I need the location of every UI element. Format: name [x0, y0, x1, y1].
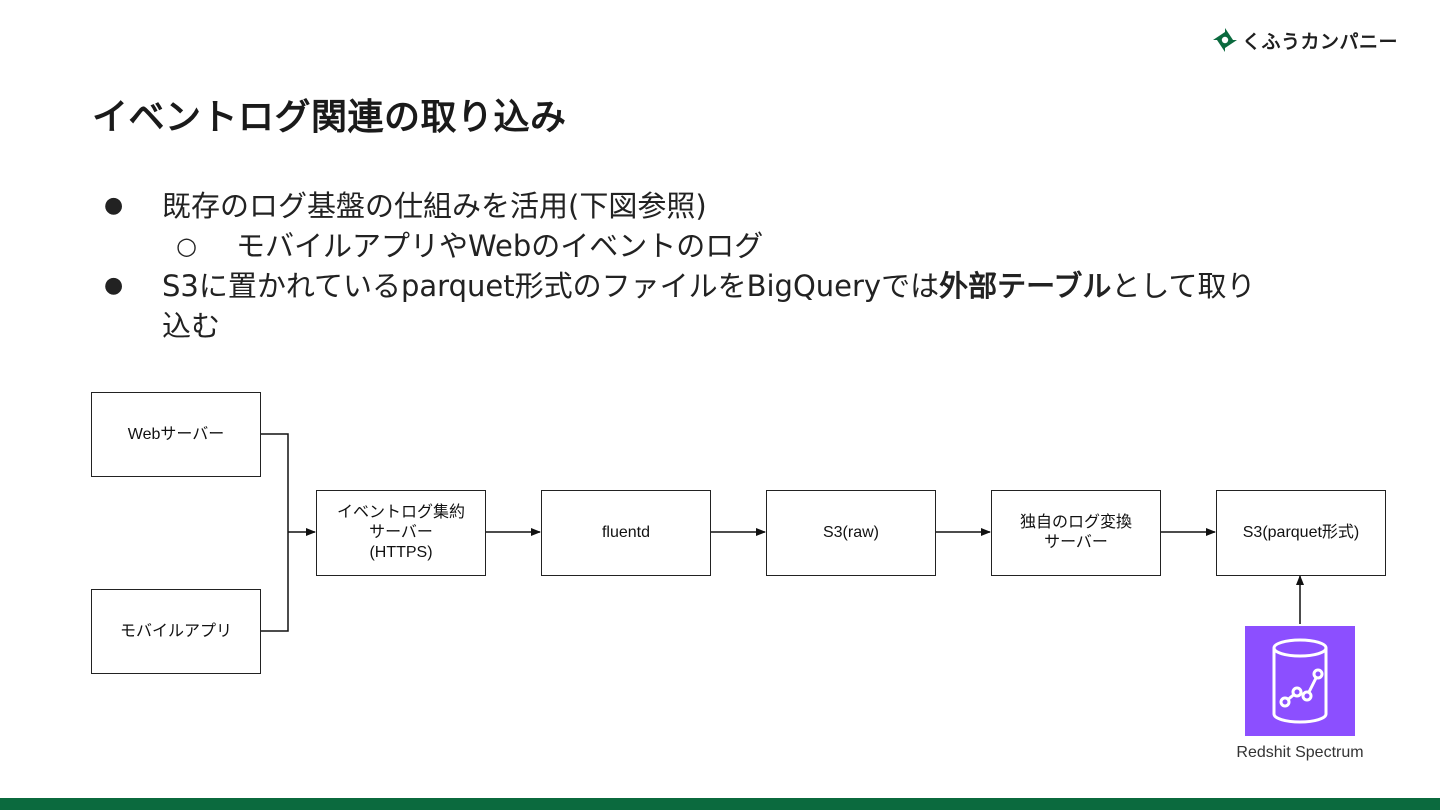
redshift-spectrum-icon — [1245, 626, 1355, 736]
bullet-text-after: として取り — [1111, 269, 1256, 303]
node-label-line: サーバー — [369, 524, 433, 541]
kufu-logo-icon — [1212, 28, 1237, 52]
edge-mobile-to-merge — [260, 532, 289, 632]
node-label: モバイルアプリ — [119, 622, 232, 640]
bullet-dot-icon: ● — [104, 193, 124, 218]
node-label-line: サーバー — [1044, 534, 1108, 551]
bullet-text-continuation: 込む — [162, 309, 221, 343]
node-label: S3(parquet形式) — [1242, 524, 1360, 541]
bullet-text-before: S3に置かれているparquet形式のファイルをBigQueryでは — [162, 269, 940, 303]
node-label-line: (HTTPS) — [369, 544, 433, 561]
edge-web-to-merge — [260, 433, 289, 532]
bullet-text: 既存のログ基盤の仕組みを活用(下図参照) — [162, 189, 707, 223]
bullet-circle-icon: ○ — [176, 232, 197, 260]
bullet-item: ● 既存のログ基盤の仕組みを活用(下図参照) — [100, 186, 1360, 226]
node-web-server: Webサーバー — [91, 392, 261, 477]
node-label-line: イベントログ集約 — [336, 504, 465, 521]
page-title: イベントログ関連の取り込み — [92, 97, 567, 138]
company-name: くふうカンパニー — [1241, 30, 1398, 53]
node-s3-raw: S3(raw) — [766, 490, 936, 576]
bullet-text-bold: 外部テーブル — [939, 269, 1112, 303]
node-fluentd: fluentd — [541, 490, 711, 576]
sub-bullet-text: モバイルアプリやWebのイベントのログ — [236, 229, 764, 263]
node-aggregator: イベントログ集約 サーバー (HTTPS) — [316, 490, 486, 576]
footer-bar — [0, 798, 1440, 810]
node-label: S3(raw) — [822, 524, 879, 541]
node-s3-parquet: S3(parquet形式) — [1216, 490, 1386, 576]
bullet-item: ● S3に置かれているparquet形式のファイルをBigQueryでは外部テー… — [100, 266, 1360, 346]
sub-bullet-item: ○ モバイルアプリやWebのイベントのログ — [100, 226, 1360, 266]
bullet-list: ● 既存のログ基盤の仕組みを活用(下図参照) ○ モバイルアプリやWebのイベン… — [100, 186, 1360, 346]
database-chart-icon — [1272, 638, 1328, 724]
node-log-converter: 独自のログ変換 サーバー — [991, 490, 1161, 576]
company-logo: くふうカンパニー — [1212, 26, 1398, 54]
node-label: Webサーバー — [127, 425, 225, 443]
redshift-spectrum-label: Redshit Spectrum — [1236, 744, 1364, 761]
node-label-line: 独自のログ変換 — [1019, 514, 1132, 531]
node-label: fluentd — [601, 524, 651, 541]
node-mobile-app: モバイルアプリ — [91, 589, 261, 674]
bullet-dot-icon: ● — [104, 273, 124, 298]
